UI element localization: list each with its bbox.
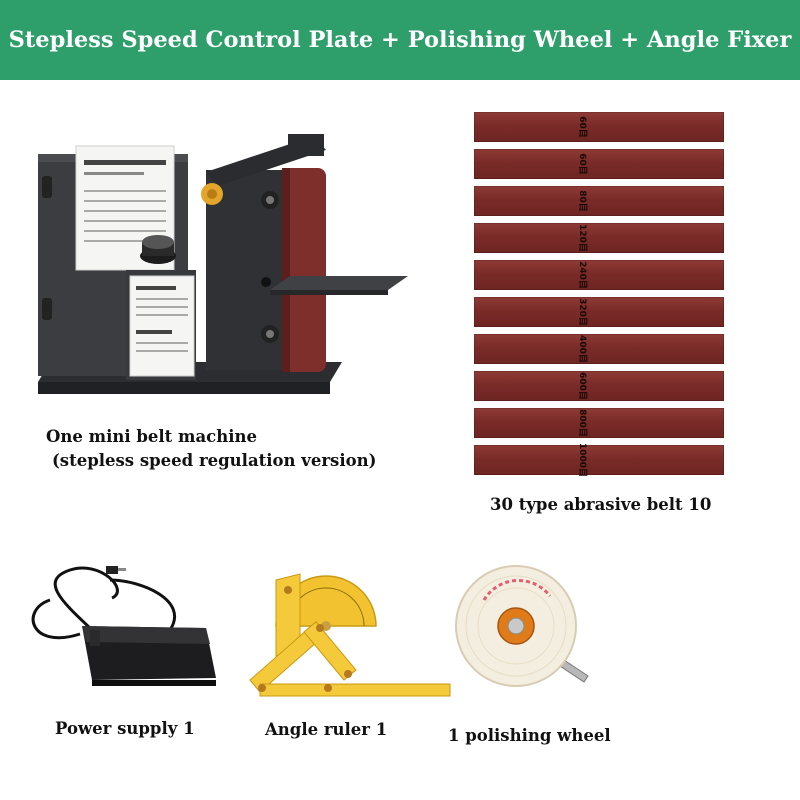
abrasive-belt: 120目 [474, 223, 724, 253]
power-supply-image [31, 566, 216, 686]
abrasive-belt: 240目 [474, 260, 724, 290]
belt-grit-label: 60目 [577, 153, 588, 175]
machine-caption-line2: (stepless speed regulation version) [52, 451, 377, 470]
belt-grit-label: 600目 [577, 372, 588, 400]
angle-ruler-image [249, 573, 451, 697]
abrasive-belt: 800目 [474, 408, 724, 438]
abrasive-belt: 320目 [474, 297, 724, 327]
banner-title: Stepless Speed Control Plate + Polishing… [8, 27, 792, 53]
abrasive-belt: 600目 [474, 371, 724, 401]
abrasive-belt-stack: 60目 60目 80目 120目 240目 320目 400目 600目 800… [474, 112, 724, 478]
belt-grit-label: 80目 [577, 190, 588, 212]
belt-grit-label: 1000目 [577, 442, 588, 478]
belt-grit-label: 400目 [577, 335, 588, 363]
abrasive-belt: 80目 [474, 186, 724, 216]
angle-ruler-caption: Angle ruler 1 [265, 720, 388, 739]
belt-grit-label: 800目 [577, 409, 588, 437]
header-banner: Stepless Speed Control Plate + Polishing… [0, 0, 800, 80]
belts-caption: 30 type abrasive belt 10 [490, 495, 712, 514]
abrasive-belt: 400目 [474, 334, 724, 364]
abrasive-belt: 1000目 [474, 442, 724, 478]
belt-machine-image [38, 134, 408, 394]
polishing-wheel-caption: 1 polishing wheel [448, 726, 611, 745]
abrasive-belt: 60目 [474, 149, 724, 179]
belt-grit-label: 60目 [577, 116, 588, 138]
abrasive-belt: 60目 [474, 112, 724, 142]
machine-caption-line1: One mini belt machine [46, 427, 257, 446]
belt-grit-label: 240目 [577, 261, 588, 289]
belt-grit-label: 320目 [577, 298, 588, 326]
polishing-wheel-image [455, 565, 589, 687]
belt-grit-label: 120目 [577, 224, 588, 252]
power-supply-caption: Power supply 1 [55, 719, 195, 738]
